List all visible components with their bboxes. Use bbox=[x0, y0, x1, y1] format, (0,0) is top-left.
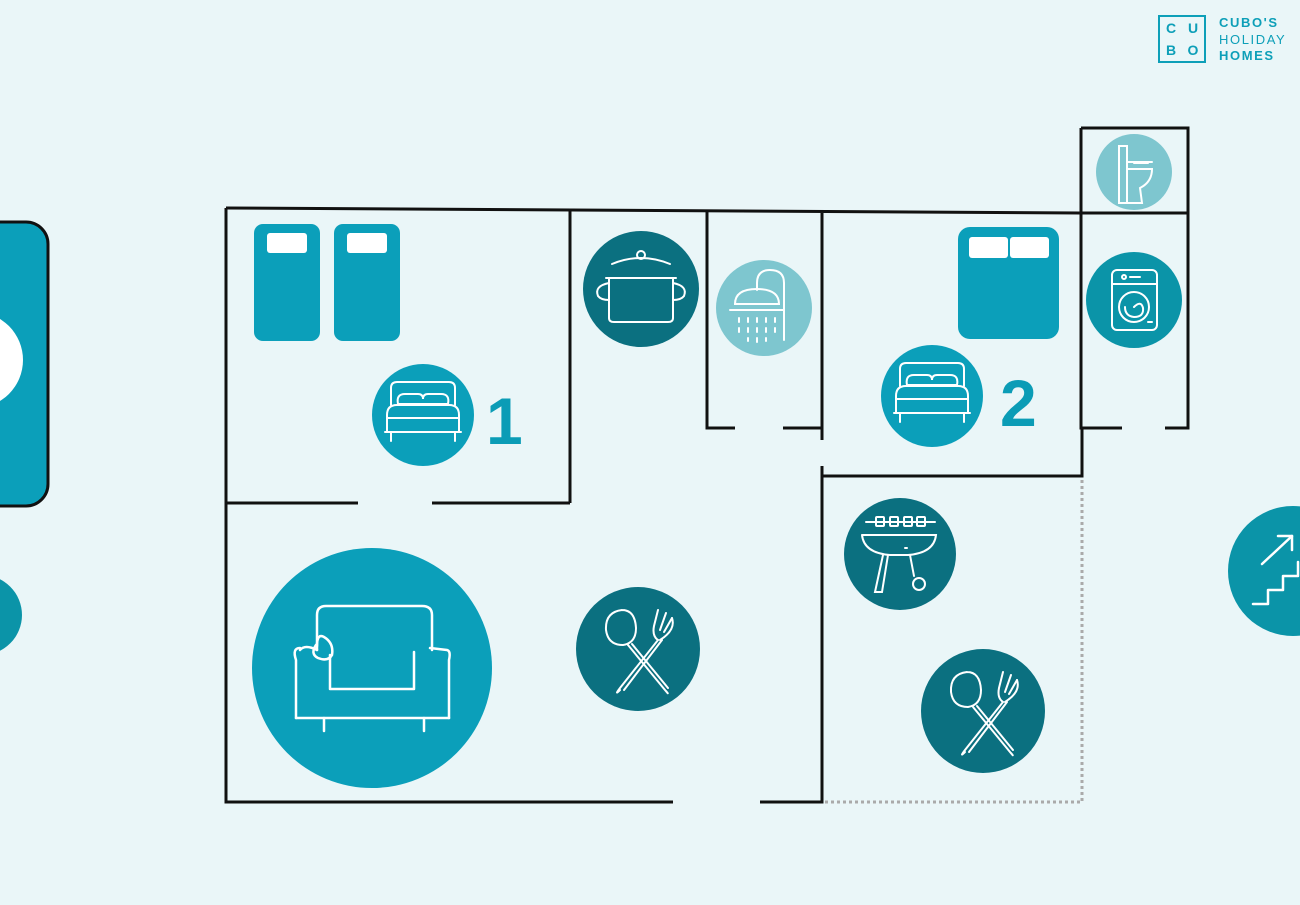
adjacent-plan-card bbox=[0, 220, 50, 651]
logo-letter: C bbox=[1165, 20, 1177, 36]
brand-line-3: HOMES bbox=[1219, 48, 1275, 63]
washing-machine-icon bbox=[1086, 252, 1182, 348]
cooking-pot-icon bbox=[583, 231, 699, 347]
logo-letter: O bbox=[1187, 42, 1199, 58]
walls bbox=[224, 126, 1190, 804]
bedroom-number-1: 1 bbox=[486, 384, 523, 458]
brand-line-2: HOLIDAY bbox=[1219, 31, 1287, 47]
barbecue-grill-icon bbox=[844, 498, 956, 610]
brand-logo-mark: C U B O bbox=[1158, 15, 1206, 63]
bedroom-icon bbox=[372, 364, 474, 466]
dining-cutlery-icon bbox=[921, 649, 1045, 773]
toilet-icon bbox=[1096, 134, 1172, 210]
bedroom-icon bbox=[881, 345, 983, 447]
brand-line-1: CUBO'S bbox=[1219, 15, 1279, 30]
shower-icon bbox=[716, 260, 812, 356]
twin-beds-icon bbox=[254, 224, 400, 341]
bedroom-number-2: 2 bbox=[1000, 366, 1037, 440]
double-bed-icon bbox=[958, 227, 1059, 339]
stairs-rooftop-icon bbox=[1228, 506, 1300, 636]
sofa-icon bbox=[252, 548, 492, 788]
logo-letter: U bbox=[1187, 20, 1199, 36]
logo-letter: B bbox=[1165, 42, 1177, 58]
dining-cutlery-icon bbox=[576, 587, 700, 711]
brand-name: CUBO'S HOLIDAY HOMES bbox=[1219, 15, 1299, 65]
